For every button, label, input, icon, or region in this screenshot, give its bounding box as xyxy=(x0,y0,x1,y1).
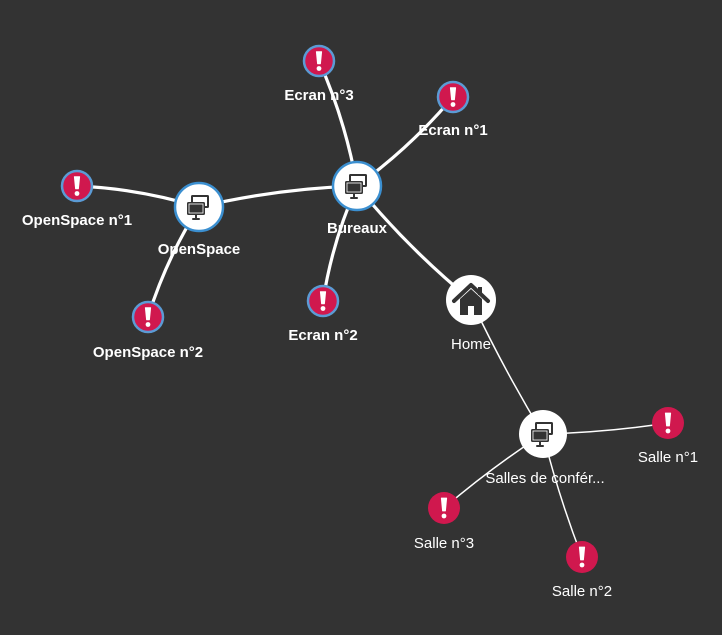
exclamation-bar xyxy=(73,176,81,190)
monitors-icon xyxy=(531,422,553,447)
exclamation-icon xyxy=(578,546,586,568)
exclamation-icon xyxy=(449,87,457,107)
monitor-front-screen xyxy=(346,182,362,193)
node-os2[interactable] xyxy=(131,300,165,334)
label-salle1: Salle n°1 xyxy=(638,449,698,466)
label-os2: OpenSpace n°2 xyxy=(93,344,203,361)
monitor-base xyxy=(350,197,358,199)
exclamation-icon xyxy=(319,291,327,311)
label-os1: OpenSpace n°1 xyxy=(22,212,132,229)
node-salle3[interactable] xyxy=(428,492,460,524)
exclamation-dot xyxy=(74,191,80,196)
monitor-back-screen xyxy=(537,424,551,433)
exclamation-bar xyxy=(315,51,323,65)
nodes-layer xyxy=(60,44,684,573)
label-salle3: Salle n°3 xyxy=(414,535,474,552)
exclamation-dot xyxy=(579,562,585,568)
monitor-back-screen xyxy=(193,197,207,206)
exclamation-icon xyxy=(144,307,152,327)
label-salle2: Salle n°2 xyxy=(552,583,612,600)
exclamation-bar xyxy=(578,546,586,561)
exclamation-bar xyxy=(449,87,457,101)
home-chimney xyxy=(478,287,482,295)
exclamation-dot xyxy=(316,66,322,71)
node-salle2[interactable] xyxy=(566,541,598,573)
exclamation-icon xyxy=(315,51,323,71)
node-ecran2[interactable] xyxy=(306,284,340,318)
home-body xyxy=(460,289,482,315)
exclamation-icon xyxy=(664,412,672,434)
node-os1[interactable] xyxy=(60,169,94,203)
node-home[interactable] xyxy=(446,275,496,325)
label-ecran1: Ecran n°1 xyxy=(418,122,487,139)
monitor-front-screen xyxy=(532,430,548,441)
home-icon xyxy=(452,283,490,315)
node-salles[interactable] xyxy=(519,410,567,458)
exclamation-bar xyxy=(319,291,327,305)
exclamation-icon xyxy=(73,176,81,196)
home-roof xyxy=(452,283,490,303)
node-salle1[interactable] xyxy=(652,407,684,439)
label-ecran2: Ecran n°2 xyxy=(288,327,357,344)
monitors-icon xyxy=(345,174,367,199)
exclamation-dot xyxy=(145,322,151,327)
exclamation-bar xyxy=(664,412,672,427)
exclamation-bar xyxy=(440,497,448,512)
monitors-icon xyxy=(187,195,209,220)
exclamation-dot xyxy=(441,513,447,519)
label-openspace: OpenSpace xyxy=(158,241,241,258)
exclamation-dot xyxy=(450,102,456,107)
monitor-front-screen xyxy=(188,203,204,214)
node-ecran1[interactable] xyxy=(436,80,470,114)
node-ecran3[interactable] xyxy=(302,44,336,78)
monitor-back-screen xyxy=(351,176,365,185)
exclamation-bar xyxy=(144,307,152,321)
label-bureaux: Bureaux xyxy=(327,220,388,237)
label-ecran3: Ecran n°3 xyxy=(284,87,353,104)
exclamation-dot xyxy=(665,428,671,434)
label-home: Home xyxy=(451,336,491,353)
label-salles: Salles de confér... xyxy=(485,470,604,487)
monitor-stand xyxy=(353,194,355,198)
monitor-base xyxy=(192,218,200,220)
monitor-base xyxy=(536,445,544,447)
exclamation-icon xyxy=(440,497,448,519)
node-openspace[interactable] xyxy=(173,181,225,233)
monitor-stand xyxy=(195,215,197,219)
exclamation-dot xyxy=(320,306,326,311)
monitor-stand xyxy=(539,442,541,446)
node-bureaux[interactable] xyxy=(331,160,383,212)
